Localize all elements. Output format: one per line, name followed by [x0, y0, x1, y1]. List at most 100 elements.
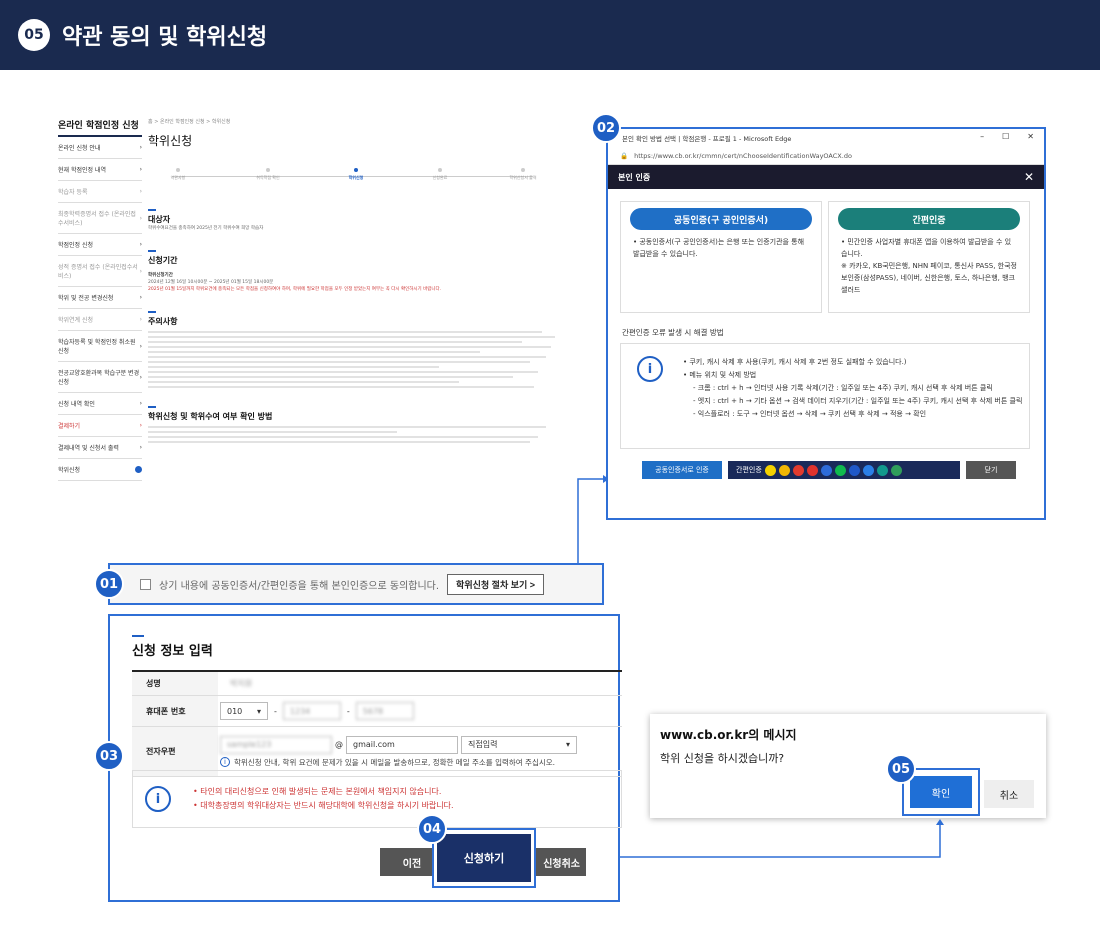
dialog-cancel-button[interactable]: 취소: [984, 780, 1034, 808]
chevron-right-icon: ›: [139, 444, 142, 451]
chevron-right-icon: ›: [139, 294, 142, 301]
stepper-step: 신청완료: [410, 165, 470, 181]
chevron-right-icon: ›: [139, 214, 142, 222]
sidebar-item[interactable]: 현재 학점인정 내역›: [58, 159, 142, 181]
joint-cert-panel: 공동인증(구 공인인증서) • 공동인증서(구 공인인증서)는 은행 또는 인증…: [620, 201, 822, 313]
sidebar-item-label: 성적 증명서 접수 (온라인접수서비스): [58, 264, 138, 280]
close-icon[interactable]: ✕: [1027, 132, 1034, 141]
page-title: 약관 동의 및 학위신청: [62, 25, 268, 50]
warning-line: • 대학총장명의 학위대상자는 반드시 해당대학에 학위신청을 하시기 바랍니다…: [193, 801, 454, 810]
section-bar: [148, 209, 156, 211]
sidebar-item-active[interactable]: 학위신청: [58, 459, 142, 481]
sidebar-item-label: 현재 학점인정 내역: [58, 167, 106, 174]
sidebar-item[interactable]: 성적 증명서 접수 (온라인접수서비스)›: [58, 256, 142, 287]
chevron-down-icon: ▾: [565, 740, 570, 749]
trouble-text: 쿠키, 캐시 삭제 후 사용(쿠키, 캐시 삭제 후 2번 정도 실패할 수 있…: [689, 358, 907, 366]
sidebar-item[interactable]: 학위연계 신청›: [58, 309, 142, 331]
section-subheading: 학위신청기간: [148, 273, 173, 278]
provider-list: ※ 카카오, KB국민은행, NHN 페이코, 통신사 PASS, 한국정보인증…: [841, 262, 1017, 294]
sidebar-item[interactable]: 학습자 등록›: [58, 181, 142, 203]
apply-button[interactable]: 신청하기: [437, 834, 531, 882]
trouble-box: i • 쿠키, 캐시 삭제 후 사용(쿠키, 캐시 삭제 후 2번 정도 실패할…: [620, 343, 1030, 449]
sidebar-item-label: 신청 내역 확인: [58, 401, 95, 408]
section-warning: 2025년 01월 15일까지 학위요건에 충족되는 모든 학점을 신청하여야 …: [148, 287, 442, 292]
cancel-apply-button[interactable]: 신청취소: [528, 848, 586, 876]
stepper-step: 학위신청서 출력: [493, 165, 553, 181]
sidebar-item[interactable]: 신청 내역 확인›: [58, 393, 142, 415]
sidebar-item[interactable]: 학습자등록 및 학점인정 취소원 신청›: [58, 331, 142, 362]
joint-cert-text: 공동인증서(구 공인인증서)는 은행 또는 인증기관을 통해 발급받을 수 있습…: [633, 238, 805, 258]
simple-auth-bar[interactable]: 간편인증: [728, 461, 960, 479]
prev-button[interactable]: 이전: [380, 848, 444, 876]
trouble-line: - 익스플로러 : 도구 → 인터넷 옵션 → 삭제 → 쿠키 선택 후 삭제 …: [693, 410, 927, 418]
sidebar-item[interactable]: 학위 및 전공 변경신청 ›: [58, 287, 142, 309]
section-text: 2024년 12월 16일 10시00분 ~ 2025년 01월 15일 18시…: [148, 280, 274, 285]
cert-login-button[interactable]: 공동인증서로 인증: [642, 461, 722, 479]
stepper-step: 약관사항: [148, 165, 208, 181]
warning-box: i • 타인의 대리신청으로 인해 발생되는 문제는 본원에서 책임지지 않습니…: [132, 770, 622, 828]
sidebar-item-label: 학위 및 전공 변경신청: [58, 295, 114, 302]
step-dot-icon: [354, 168, 358, 172]
process-view-button[interactable]: 학위신청 절차 보기 >: [447, 573, 545, 595]
window-close-button[interactable]: 닫기: [966, 461, 1016, 479]
trouble-line: • 쿠키, 캐시 삭제 후 사용(쿠키, 캐시 삭제 후 2번 정도 실패할 수…: [683, 358, 907, 366]
at-sign: @: [335, 740, 343, 749]
phone-mid-input[interactable]: 1234: [282, 702, 341, 720]
phone-end-input[interactable]: 5678: [355, 702, 414, 720]
email-domain-select[interactable]: 직접입력▾: [461, 735, 577, 754]
sidebar-item-label: 최종학력증명서 접수 (온라인접수서비스): [58, 211, 136, 227]
minimize-icon[interactable]: –: [980, 132, 985, 141]
method-lines: [148, 426, 563, 443]
auth-window: 본인 확인 방법 선택 | 학점은행 - 프로필 1 - Microsoft E…: [606, 127, 1046, 520]
sidebar-item[interactable]: 최종학력증명서 접수 (온라인접수서비스)›: [58, 203, 142, 234]
window-titlebar: 본인 확인 방법 선택 | 학점은행 - 프로필 1 - Microsoft E…: [608, 129, 1044, 147]
joint-cert-button[interactable]: 공동인증(구 공인인증서): [630, 208, 812, 230]
sidebar-item-label: 학점인정 신청: [58, 242, 94, 249]
phone-prefix-select[interactable]: 010▾: [220, 702, 268, 720]
section-bar: [148, 250, 156, 252]
dialog-message: 학위 신청을 하시겠습니까?: [660, 752, 785, 765]
sidebar-item[interactable]: 온라인 신청 안내›: [58, 137, 142, 159]
section-text: 학위수여요건을 충족하여 2025년 전기 학위수여 희망 학습자: [148, 226, 264, 231]
arrow-head-icon: [936, 819, 944, 825]
simple-cert-text: 민간인증 사업자별 휴대폰 앱을 이용하여 발급받을 수 있습니다.: [841, 238, 1012, 258]
address-bar[interactable]: 🔒 https://www.cb.or.kr/cmmn/cert/nChoose…: [608, 147, 1044, 165]
sidebar-item[interactable]: 학점인정 신청›: [58, 234, 142, 256]
phone-label: 휴대폰 번호: [132, 696, 218, 726]
sidebar-item[interactable]: 결제내역 및 신청서 출력›: [58, 437, 142, 459]
sidebar-item-label: 학위신청: [58, 467, 81, 474]
step-label: 학위신청서 출력: [509, 175, 537, 180]
agree-checkbox[interactable]: [140, 578, 151, 590]
step-label: 신청완료: [432, 175, 448, 180]
sidebar-title: 온라인 학점인정 신청: [58, 118, 142, 137]
email-domain-input[interactable]: gmail.com: [346, 735, 458, 754]
confirm-dialog: www.cb.or.kr의 메시지 학위 신청을 하시겠습니까? 취소: [650, 714, 1046, 818]
sidebar-item[interactable]: 결제하기›: [58, 415, 142, 437]
chevron-right-icon: ›: [139, 267, 142, 275]
callout-badge-04: 04: [417, 814, 447, 844]
joint-cert-desc: • 공동인증서(구 공인인증서)는 은행 또는 인증기관을 통해 발급받을 수 …: [633, 238, 805, 258]
arrow-line: [577, 478, 603, 563]
title-bar: [132, 635, 144, 637]
maximize-icon[interactable]: ☐: [1002, 132, 1010, 141]
callout-badge-01: 01: [94, 569, 124, 599]
chevron-right-icon: ›: [139, 342, 142, 350]
simple-cert-button[interactable]: 간편인증: [838, 208, 1020, 230]
content-title: 학위신청: [148, 134, 193, 148]
main-content: 홈 > 온라인 학점인정 신청 > 학위신청 학위신청 약관사항 취득학점 확인…: [148, 118, 563, 446]
name-label: 성명: [132, 672, 218, 695]
email-notice: 학위신청 안내, 학위 요건에 문제가 있을 시 메일을 발송하므로, 정확한 …: [234, 757, 556, 767]
pass-icon: [806, 464, 818, 476]
callout-badge-03: 03: [94, 741, 124, 771]
sidebar-item-label: 결제하기: [58, 423, 81, 430]
simple-cert-desc: • 민간인증 사업자별 휴대폰 앱을 이용하여 발급받을 수 있습니다.: [841, 238, 1012, 258]
agreement-bar: 상기 내용에 공동인증서/간편인증을 통해 본인인증으로 동의합니다. 학위신청…: [108, 563, 604, 605]
close-icon[interactable]: ✕: [1023, 170, 1034, 184]
banksalad-icon: [890, 464, 902, 476]
section-heading: 신청기간: [148, 256, 178, 265]
email-id-input[interactable]: sample123: [220, 735, 332, 754]
step-label: 약관사항: [170, 175, 186, 180]
dialog-ok-button[interactable]: 확인: [910, 776, 972, 808]
sidebar-item[interactable]: 전공교양호환과목 학습구분 변경신청›: [58, 362, 142, 393]
badge-dot-icon: [135, 466, 142, 473]
